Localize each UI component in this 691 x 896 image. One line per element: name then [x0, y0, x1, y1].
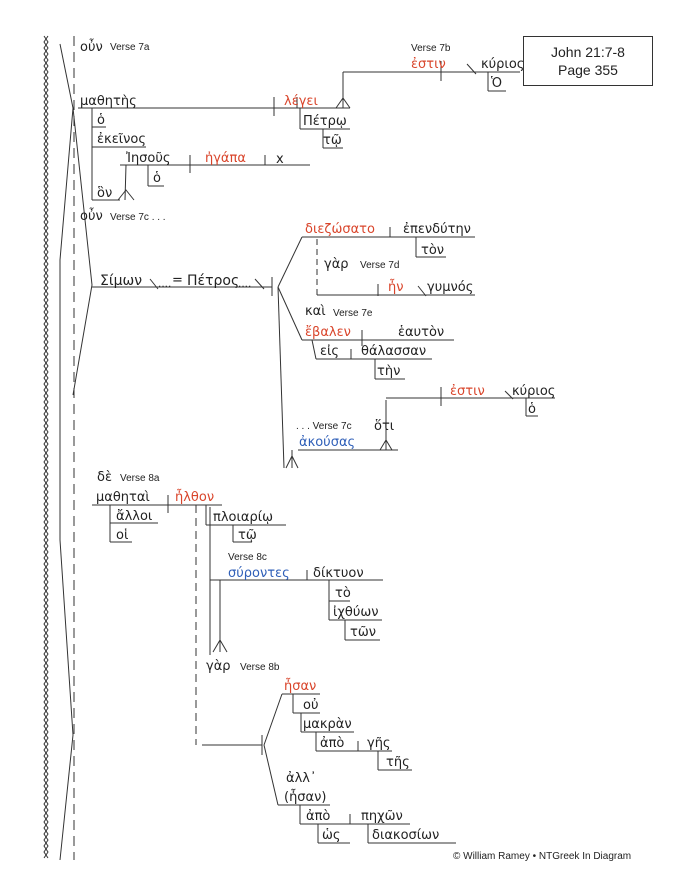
word-oun: οὖν: [80, 40, 103, 55]
verse-label-7a: Verse 7a: [110, 42, 150, 53]
word-legei: λέγει: [284, 94, 318, 109]
word-hoi: οἱ: [116, 528, 129, 543]
word-esan-implied: (ἦσαν): [284, 790, 327, 805]
word-ho-article: Ὁ: [491, 76, 503, 91]
word-gymnos: γυμνός: [427, 280, 474, 295]
word-heauton: ἑαυτὸν: [398, 325, 445, 340]
word-pechon: πηχῶν: [361, 809, 403, 824]
verse-label-7b: Verse 7b: [411, 43, 451, 54]
word-thalassan: θάλασσαν: [361, 344, 427, 359]
word-diezosato: διεζώσατο: [305, 222, 375, 237]
apposition-dots-right: ....: [238, 276, 252, 290]
word-mathetai: μαθηταὶ: [96, 490, 150, 505]
word-to: τῷ: [323, 133, 342, 148]
word-diakosion: διακοσίων: [372, 828, 440, 843]
copyright-credit: © William Ramey • NTGreek In Diagram: [453, 851, 632, 862]
word-ton: τὸν: [421, 243, 445, 258]
verse-label-8b: Verse 8b: [240, 662, 280, 673]
word-ichthyon: ἰχθύων: [333, 605, 379, 620]
word-simon: Σίμων: [100, 273, 143, 289]
word-ependyten: ἐπενδύτην: [403, 222, 471, 237]
word-hoti: ὅτι: [374, 419, 395, 434]
word-gar-7d: γὰρ: [324, 257, 349, 272]
word-en: ἦν: [388, 280, 404, 295]
word-ges: γῆς: [367, 736, 391, 751]
word-estin: ἐστιν: [411, 57, 446, 72]
word-ho-kyrios: ὁ: [528, 402, 536, 417]
verse-label-7e: Verse 7e: [333, 308, 373, 319]
verse-label-7d: Verse 7d: [360, 260, 400, 271]
word-makran: μακρὰν: [303, 717, 352, 732]
word-equals: =: [172, 273, 183, 288]
word-ebalen: ἔβαλεν: [305, 325, 351, 340]
word-hon: ὃν: [97, 186, 113, 201]
word-ou: οὐ: [303, 698, 319, 713]
verse-label-8c: Verse 8c: [228, 552, 267, 563]
word-de: δὲ: [97, 470, 112, 485]
word-mathetes: μαθητὴς: [80, 94, 137, 109]
word-apo-2: ἀπὸ: [306, 809, 331, 824]
page-number: Page 355: [558, 62, 618, 78]
word-kyrios: κύριος: [481, 57, 525, 72]
word-egapa: ἠγάπα: [205, 151, 246, 166]
word-iesous: Ἰησοῦς: [126, 151, 171, 166]
word-eis: εἰς: [320, 344, 340, 359]
word-ton-fish: τῶν: [350, 625, 376, 640]
word-to-net: τὸ: [335, 586, 351, 601]
passage-reference: John 21:7-8: [551, 44, 625, 60]
word-elthon: ἦλθον: [175, 490, 215, 505]
word-petros: Πέτρος: [187, 273, 240, 289]
word-ploiario: πλοιαρίῳ: [213, 510, 273, 525]
word-kai: καὶ: [305, 304, 326, 319]
word-estin-2: ἐστιν: [450, 384, 485, 399]
word-gar-8b: γὰρ: [206, 659, 231, 674]
word-esan: ἦσαν: [284, 679, 317, 694]
word-oun-7c: οὖν: [80, 209, 103, 224]
reference-box: John 21:7-8 Page 355: [523, 36, 653, 86]
word-x-mark: x: [276, 152, 284, 167]
word-ten: τὴν: [377, 364, 401, 379]
word-tes: τῆς: [386, 755, 410, 770]
word-akousas: ἀκούσας: [299, 435, 356, 450]
word-hos: ὡς: [322, 828, 341, 843]
word-syrontes: σύροντες: [228, 566, 290, 581]
word-all: ἀλλ᾽: [286, 771, 317, 786]
word-kyrios-2: κύριος: [512, 384, 556, 399]
word-diktyon: δίκτυον: [313, 566, 364, 581]
word-to-boat: τῷ: [238, 528, 257, 543]
word-ho-iesous: ὁ: [153, 171, 161, 186]
word-petro: Πέτρῳ: [303, 114, 347, 129]
apposition-dots-left: ....: [158, 276, 172, 290]
verse-label-7c-continued: . . . Verse 7c: [296, 421, 352, 432]
verse-label-7c: Verse 7c . . .: [110, 212, 166, 223]
word-apo: ἀπὸ: [320, 736, 345, 751]
verse-label-8a: Verse 8a: [120, 473, 160, 484]
word-ho: ὁ: [97, 113, 105, 128]
word-alloi: ἄλλοι: [116, 509, 153, 524]
word-ekeinos: ἐκεῖνος: [97, 132, 146, 147]
